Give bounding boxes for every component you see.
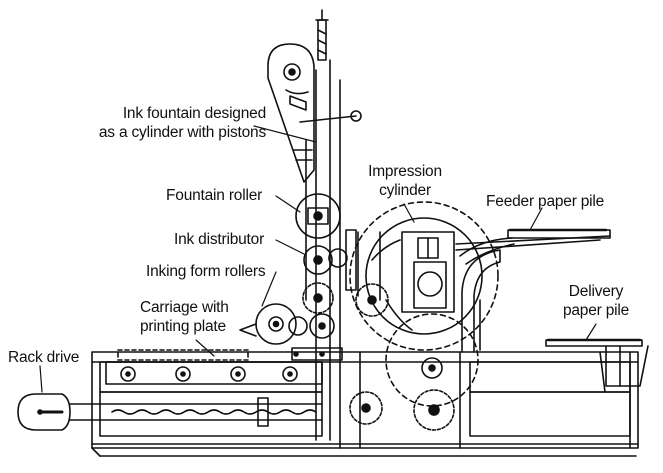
carriage-printing-plate	[105, 349, 323, 385]
fountain-roller-label: Fountain roller	[166, 187, 263, 204]
leader-lines	[39, 125, 597, 393]
impression-cylinder	[349, 201, 499, 407]
rack-drive-label: Rack drive	[8, 349, 80, 366]
inking-form-rollers-label: Inking form rollers	[146, 263, 266, 280]
fountain-roller	[295, 193, 341, 239]
delivery-paper-pile	[545, 338, 649, 387]
gear-train	[302, 229, 455, 431]
ink-distributor	[303, 245, 348, 275]
inking-form-rollers	[239, 303, 335, 345]
ink-fountain-label: Ink fountain designed as a cylinder with…	[98, 105, 266, 141]
impression-cylinder-label: Impression cylinder	[368, 163, 442, 199]
feeder-paper-pile	[455, 228, 611, 265]
carriage-label: Carriage with printing plate	[140, 299, 229, 335]
support-arch	[461, 249, 501, 353]
ink-distributor-label: Ink distributor	[174, 231, 265, 248]
delivery-paper-pile-label: Delivery paper pile	[562, 283, 630, 319]
press-base-frame	[91, 351, 639, 457]
ink-fountain	[267, 43, 362, 183]
rack-drive	[17, 393, 323, 431]
feeder-paper-pile-label: Feeder paper pile	[486, 193, 605, 210]
